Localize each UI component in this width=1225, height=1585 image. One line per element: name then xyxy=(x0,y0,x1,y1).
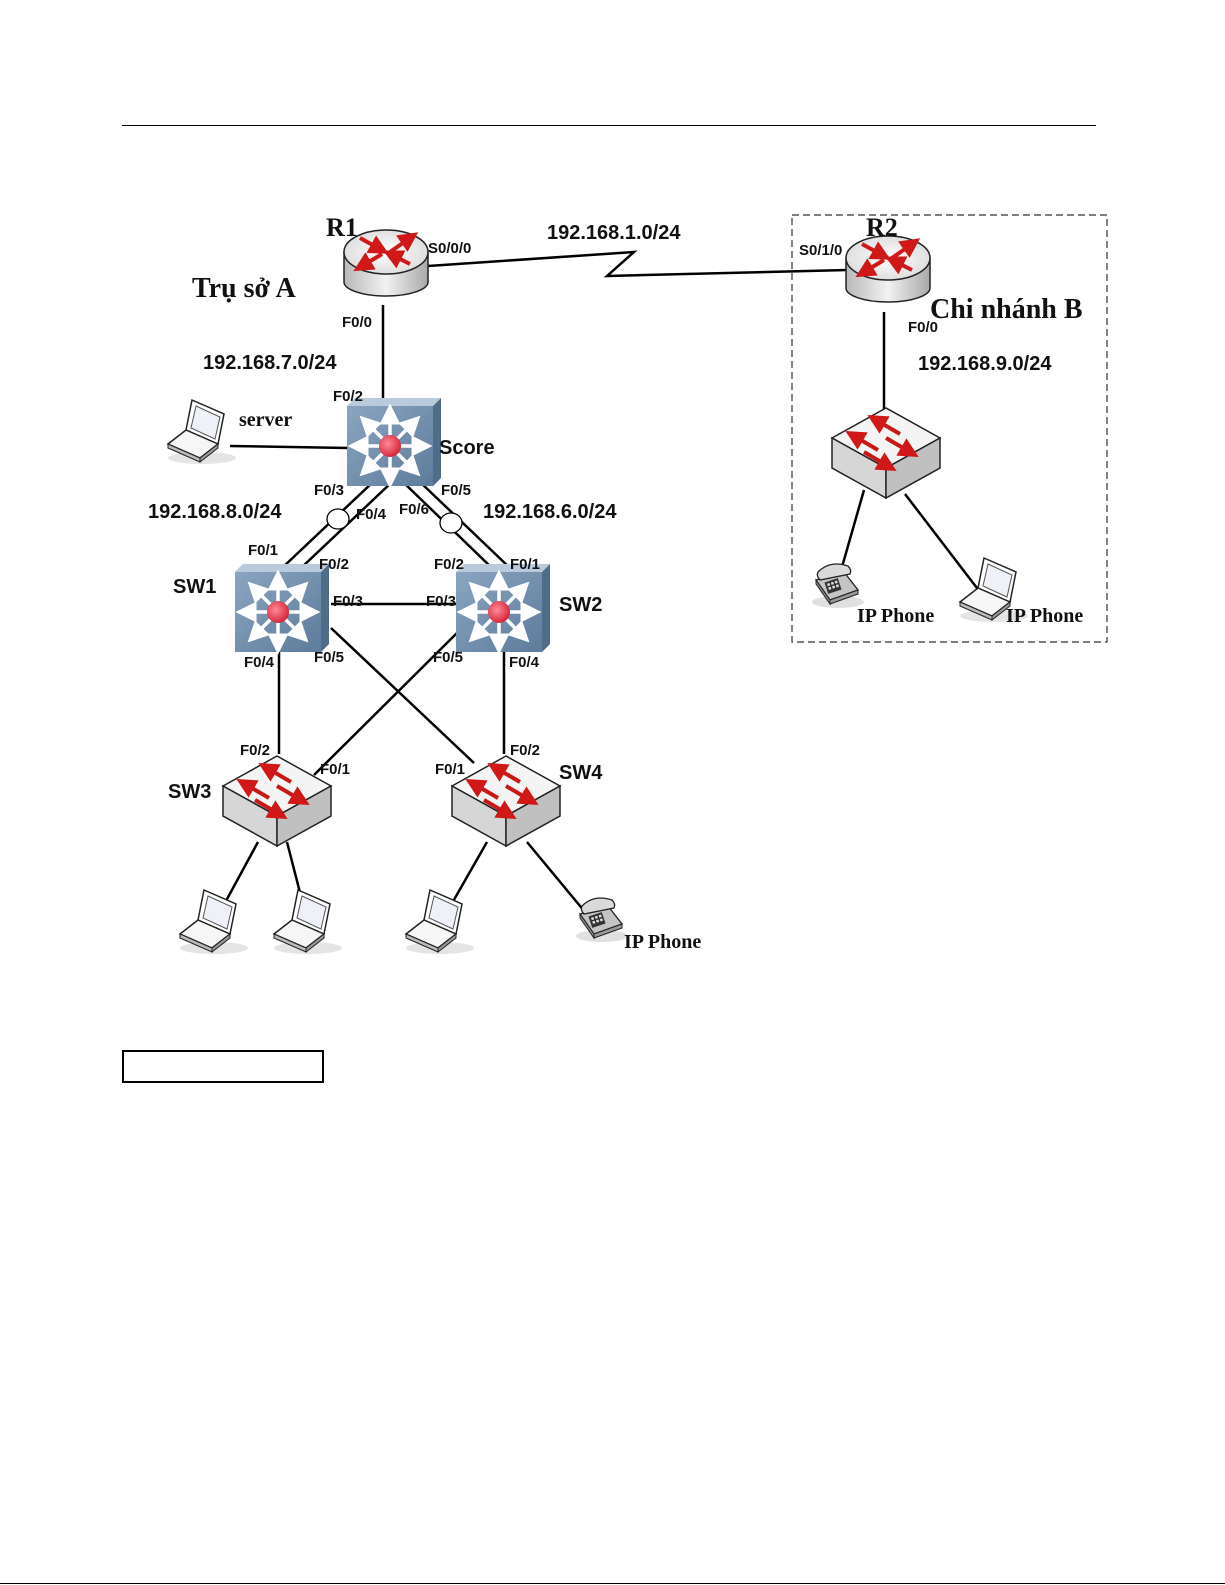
port-score-f04: F0/4 xyxy=(356,506,387,523)
figure-caption-box xyxy=(122,1050,324,1083)
network-topology-diagram: R1 R2 Trụ sở A Chi nhánh B server IP Pho… xyxy=(0,0,1225,1000)
port-sw2-f05: F0/5 xyxy=(433,649,463,666)
switch-sw3-icon[interactable] xyxy=(223,756,331,846)
l3-switch-score-icon[interactable] xyxy=(347,398,441,486)
ip-phone-icon[interactable] xyxy=(576,898,628,942)
score-label: Score xyxy=(439,437,495,459)
network-r1-lan-label: 192.168.7.0/24 xyxy=(203,352,337,374)
port-r2-s010: S0/1/0 xyxy=(799,242,842,259)
sw4-label: SW4 xyxy=(559,762,603,784)
port-sw4-f02: F0/2 xyxy=(510,742,540,759)
pc-laptop-icon[interactable] xyxy=(274,890,342,954)
port-sw1-f03: F0/3 xyxy=(333,593,363,610)
port-sw2-f01: F0/1 xyxy=(510,556,540,573)
network-branch-lan-label: 192.168.9.0/24 xyxy=(918,353,1052,375)
branch-switch-icon[interactable] xyxy=(832,408,940,498)
network-wan-label: 192.168.1.0/24 xyxy=(547,222,681,244)
links xyxy=(220,252,980,912)
link-branch-switch-phone xyxy=(840,490,864,574)
etherchannel-sw1-marker xyxy=(327,509,349,529)
port-sw1-f05: F0/5 xyxy=(314,649,344,666)
r1-label: R1 xyxy=(326,213,358,242)
port-score-f06: F0/6 xyxy=(399,501,429,518)
server-label: server xyxy=(239,409,292,431)
port-sw2-f03: F0/3 xyxy=(426,593,456,610)
sw2-label: SW2 xyxy=(559,594,602,616)
port-r1-f00: F0/0 xyxy=(342,314,372,331)
branch-ip-phone-icon[interactable] xyxy=(812,564,864,608)
footer-rule xyxy=(0,1583,1225,1584)
pc-laptop-icon[interactable] xyxy=(180,890,248,954)
l3-switch-sw1-icon[interactable] xyxy=(235,564,329,652)
switch-sw4-icon[interactable] xyxy=(452,756,560,846)
sw3-label: SW3 xyxy=(168,781,211,803)
r2-label: R2 xyxy=(866,213,898,242)
etherchannel-sw2-marker xyxy=(440,513,462,533)
port-score-f02: F0/2 xyxy=(333,388,363,405)
branch-ip-phone-label-1: IP Phone xyxy=(857,605,934,627)
port-sw3-f02: F0/2 xyxy=(240,742,270,759)
port-r1-s000: S0/0/0 xyxy=(428,240,471,257)
link-server-score xyxy=(230,446,348,448)
port-r2-f00: F0/0 xyxy=(908,319,938,336)
wan-serial-link xyxy=(428,252,848,276)
network-sw1-label: 192.168.8.0/24 xyxy=(148,501,282,523)
port-sw1-f04: F0/4 xyxy=(244,654,275,671)
l3-switch-sw2-icon[interactable] xyxy=(456,564,550,652)
server-laptop-icon[interactable] xyxy=(168,400,236,464)
port-score-f05: F0/5 xyxy=(441,482,471,499)
sw1-label: SW1 xyxy=(173,576,216,598)
port-sw1-f02: F0/2 xyxy=(319,556,349,573)
site-b-label: Chi nhánh B xyxy=(930,294,1083,325)
port-score-f03: F0/3 xyxy=(314,482,344,499)
link-sw4-phone xyxy=(527,842,585,912)
network-sw2-label: 192.168.6.0/24 xyxy=(483,501,617,523)
router-r2-icon[interactable] xyxy=(846,236,930,302)
link-branch-switch-laptop xyxy=(905,494,980,592)
site-a-label: Trụ sở A xyxy=(192,273,296,304)
ip-phone-label: IP Phone xyxy=(624,931,701,953)
port-sw2-f02: F0/2 xyxy=(434,556,464,573)
branch-ip-phone-label-2: IP Phone xyxy=(1006,605,1083,627)
port-sw2-f04: F0/4 xyxy=(509,654,540,671)
pc-laptop-icon[interactable] xyxy=(406,890,474,954)
port-sw3-f01: F0/1 xyxy=(320,761,350,778)
port-sw1-f01: F0/1 xyxy=(248,542,278,559)
port-sw4-f01: F0/1 xyxy=(435,761,465,778)
